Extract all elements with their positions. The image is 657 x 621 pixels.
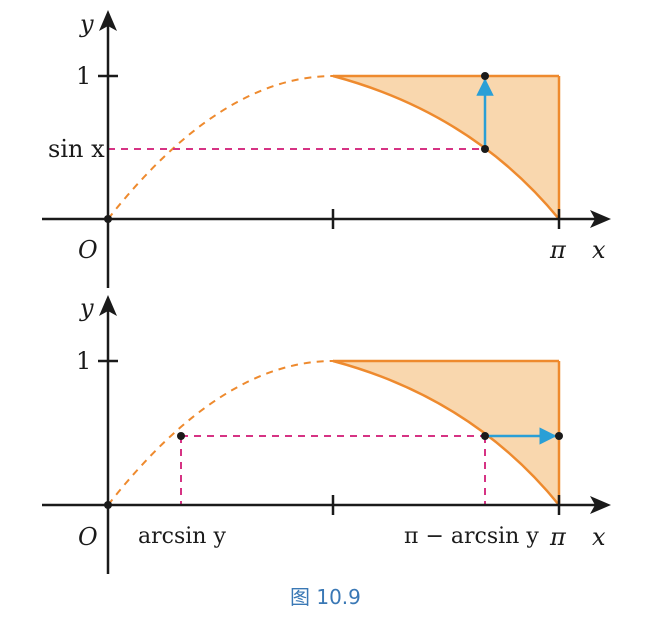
bottom-y-axis-arrow bbox=[99, 295, 117, 316]
top-solid-curve bbox=[332, 74, 560, 220]
figure-caption: 图 10.9 bbox=[290, 585, 361, 609]
top-x-axis-label: x bbox=[592, 236, 606, 264]
bottom-origin-point bbox=[104, 501, 112, 509]
bottom-y-tick-one-label: 1 bbox=[76, 347, 91, 375]
top-y-axis-label: y bbox=[79, 10, 94, 38]
top-curve-point bbox=[481, 145, 489, 153]
bottom-curve-point bbox=[481, 432, 489, 440]
top-panel: y 1 sin x O π x bbox=[42, 10, 611, 288]
top-x-axis-arrow bbox=[590, 210, 611, 228]
bottom-origin-label: O bbox=[78, 523, 98, 551]
bottom-solid-curve bbox=[332, 359, 560, 506]
top-origin-point bbox=[104, 215, 112, 223]
bottom-x-axis-label: x bbox=[592, 523, 606, 551]
top-sinx-label: sin x bbox=[48, 135, 105, 163]
bottom-pi-minus-label: π − arcsin y bbox=[404, 524, 539, 549]
top-pi-label: π bbox=[549, 236, 567, 264]
bottom-arcsin-point bbox=[177, 432, 185, 440]
top-top-point bbox=[481, 72, 489, 80]
bottom-y-axis-label: y bbox=[79, 294, 94, 322]
bottom-arcsin-label: arcsin y bbox=[138, 524, 226, 549]
top-y-tick-one-label: 1 bbox=[76, 62, 91, 90]
bottom-dashed-curve bbox=[107, 360, 334, 506]
bottom-panel: y 1 O arcsin y π − arcsin y π x bbox=[42, 294, 611, 574]
top-y-axis-arrow bbox=[99, 10, 117, 31]
bottom-shaded-region bbox=[333, 361, 559, 505]
bottom-pi-point bbox=[555, 432, 563, 440]
bottom-pi-label: π bbox=[549, 523, 567, 551]
bottom-x-axis-arrow bbox=[590, 496, 611, 514]
top-origin-label: O bbox=[78, 236, 98, 264]
top-shaded-region bbox=[333, 76, 559, 219]
top-dashed-curve bbox=[107, 75, 334, 220]
